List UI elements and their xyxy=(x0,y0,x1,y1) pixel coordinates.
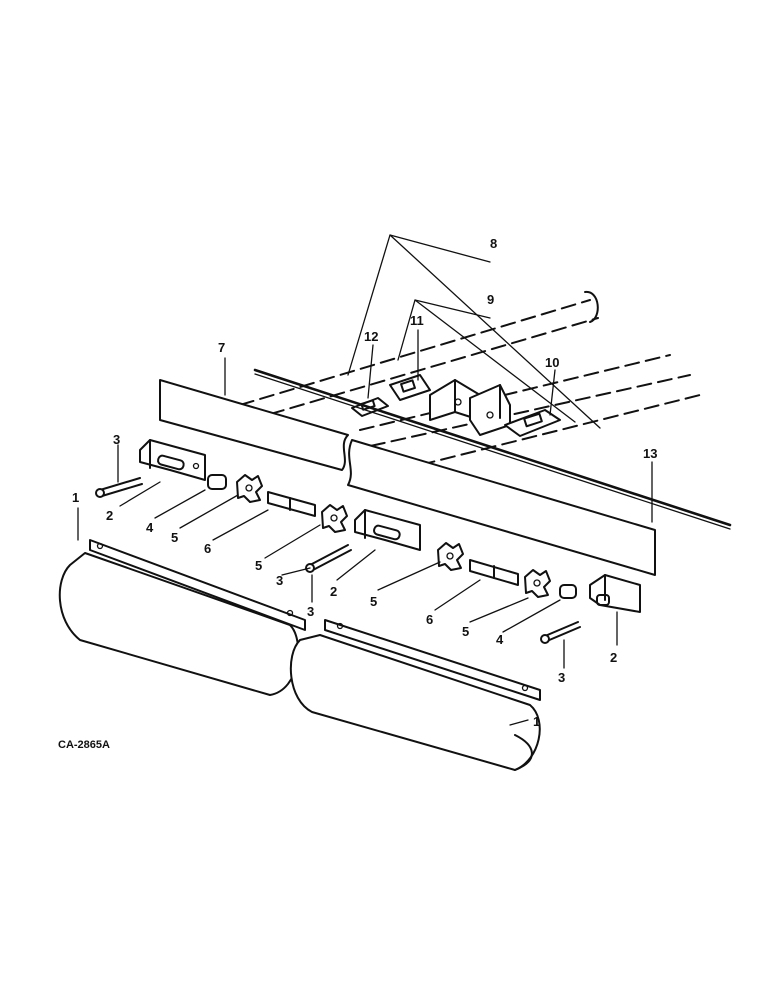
bolt-right xyxy=(540,621,581,644)
callout-5a: 5 xyxy=(171,530,178,545)
clamp-plate-10 xyxy=(504,409,561,437)
hanger-bracket-left xyxy=(139,439,206,481)
bushing-right xyxy=(559,584,577,599)
callout-9-leader xyxy=(397,299,576,423)
star-coupler-far xyxy=(524,569,551,598)
callout-2b: 2 xyxy=(330,584,337,599)
shaft-coupler-right xyxy=(469,559,519,586)
shield-left xyxy=(58,539,306,696)
hanger-bracket-mid xyxy=(354,509,421,551)
cover-board-left xyxy=(159,379,349,471)
callout-6b: 6 xyxy=(426,612,433,627)
shaft-coupler-left xyxy=(267,491,316,517)
callout-4b: 4 xyxy=(496,632,504,647)
callout-3b: 3 xyxy=(276,573,283,588)
callout-12: 12 xyxy=(364,329,378,344)
callout-3c: 3 xyxy=(307,604,314,619)
figure-code: CA-2865A xyxy=(58,739,110,751)
hanger-bracket-right xyxy=(589,574,641,613)
bolt-left xyxy=(95,477,143,498)
leader-lines xyxy=(77,329,653,726)
callout-5d: 5 xyxy=(462,624,469,639)
callout-11: 11 xyxy=(410,313,424,328)
cover-board-right xyxy=(347,439,656,576)
star-coupler-left xyxy=(236,474,263,503)
star-coupler-right xyxy=(437,542,464,571)
callout-10: 10 xyxy=(545,355,559,370)
shield-right xyxy=(289,619,541,771)
callout-2a: 2 xyxy=(106,508,113,523)
callout-2c: 2 xyxy=(610,650,617,665)
clamp-bracket-11 xyxy=(389,374,511,436)
callout-8: 8 xyxy=(490,236,497,251)
callout-3d: 3 xyxy=(558,670,565,685)
callout-9: 9 xyxy=(487,292,494,307)
callout-5b: 5 xyxy=(255,558,262,573)
callout-labels: 1 1 2 2 2 3 3 3 3 4 4 5 5 5 5 6 6 7 8 9 … xyxy=(58,236,657,751)
callout-4a: 4 xyxy=(146,520,154,535)
callout-8-leader xyxy=(347,234,601,429)
shaft-assembly xyxy=(239,291,701,476)
callout-5c: 5 xyxy=(370,594,377,609)
callout-6a: 6 xyxy=(204,541,211,556)
callout-7: 7 xyxy=(218,340,225,355)
star-coupler-mid xyxy=(321,504,348,533)
callout-1a: 1 xyxy=(72,490,79,505)
callout-13: 13 xyxy=(643,446,657,461)
rod-13 xyxy=(253,368,732,530)
bolt-mid xyxy=(305,544,352,573)
callout-3a: 3 xyxy=(113,432,120,447)
bushing-left xyxy=(207,474,227,490)
callout-1b: 1 xyxy=(533,714,540,729)
